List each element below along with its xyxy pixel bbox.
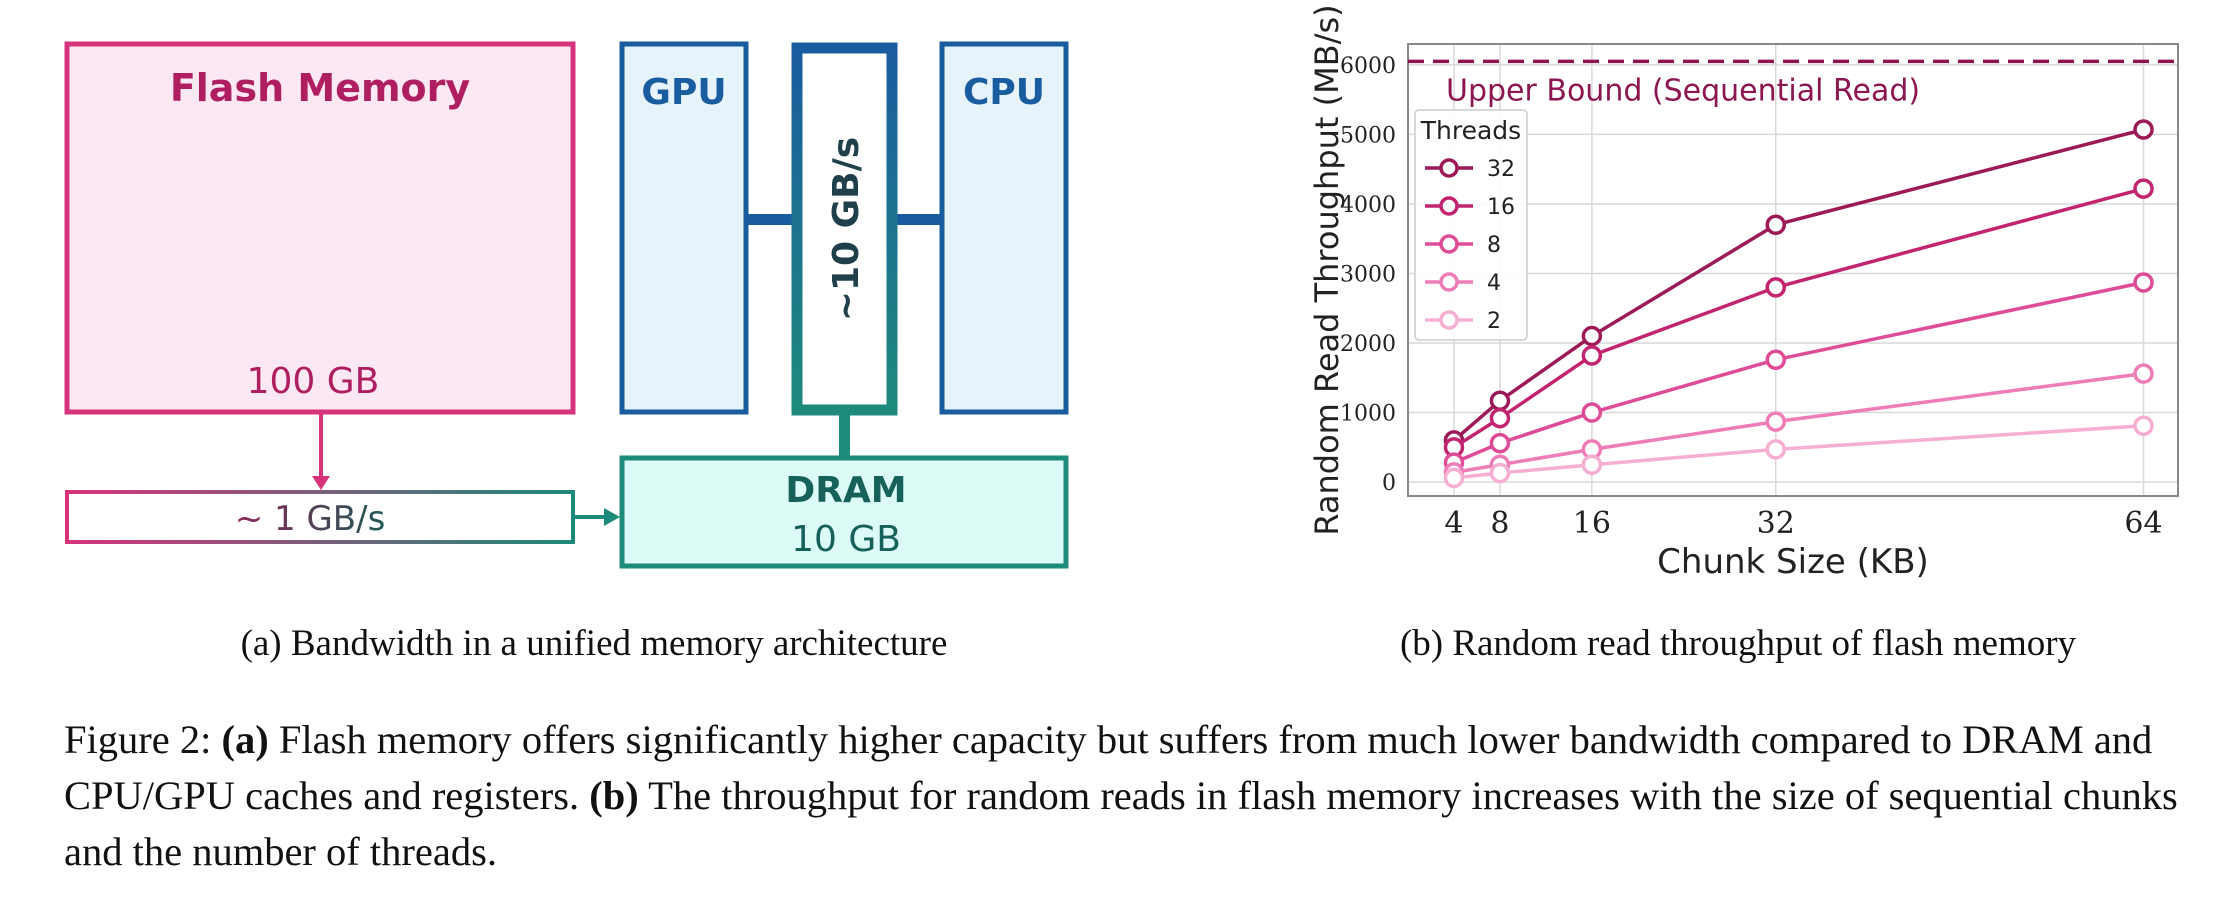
figure-caption: Figure 2: (a) Flash memory offers signif… xyxy=(64,712,2194,880)
memory-bus-box xyxy=(791,42,898,416)
data-point-16 xyxy=(1581,345,1603,366)
data-point-16 xyxy=(1489,407,1511,429)
data-point-8 xyxy=(1765,349,1787,370)
panel-a-diagram: Flash Memory 100 GB ~ 1 GB/s GPU CPU ~10… xyxy=(64,41,1069,569)
link-to-dram-arrowhead xyxy=(604,508,620,526)
legend-label-16: 16 xyxy=(1487,195,1515,220)
cpu-box xyxy=(939,41,1069,415)
legend-label-8: 8 xyxy=(1487,233,1501,258)
data-point-16 xyxy=(1765,277,1787,298)
data-point-2 xyxy=(1765,439,1787,460)
y-tick-label: 4000 xyxy=(1340,193,1396,218)
legend-marker-2 xyxy=(1439,310,1459,330)
y-tick-label: 5000 xyxy=(1340,123,1396,148)
flash-down-arrowhead xyxy=(312,476,330,490)
gpu-box xyxy=(619,41,749,415)
x-tick-label: 4 xyxy=(1444,506,1463,541)
legend-marker-16 xyxy=(1439,196,1459,216)
data-point-4 xyxy=(2133,363,2154,384)
legend-marker-8 xyxy=(1439,234,1459,254)
legend-label-2: 2 xyxy=(1487,309,1501,334)
data-point-32 xyxy=(1489,390,1511,411)
x-tick-label: 64 xyxy=(2124,506,2162,541)
panel-b-caption: (b) Random read throughput of flash memo… xyxy=(1400,623,2077,664)
caption-b-label: (b) xyxy=(589,773,639,818)
upper-bound-label: Upper Bound (Sequential Read) xyxy=(1446,73,1920,108)
y-tick-label: 0 xyxy=(1382,471,1396,496)
y-axis-label: Random Read Throughput (MB/s) xyxy=(1308,4,1346,535)
y-tick-label: 3000 xyxy=(1340,262,1396,287)
panel-a-caption: (a) Bandwidth in a unified memory archit… xyxy=(241,623,948,664)
cpu-bus-connector xyxy=(897,214,943,225)
data-point-32 xyxy=(2133,119,2154,140)
flash-memory-box xyxy=(64,41,576,415)
x-axis-label: Chunk Size (KB) xyxy=(1657,542,1929,582)
dram-title: DRAM xyxy=(785,470,906,511)
y-tick-label: 2000 xyxy=(1340,332,1396,357)
flash-memory-capacity: 100 GB xyxy=(247,361,380,402)
memory-bus-bandwidth: ~10 GB/s xyxy=(826,137,867,321)
caption-a-label: (a) xyxy=(221,717,269,762)
gpu-bus-connector xyxy=(746,214,792,225)
data-point-16 xyxy=(2133,178,2154,199)
caption-prefix: Figure 2: xyxy=(64,717,222,762)
flash-memory-title: Flash Memory xyxy=(170,66,471,110)
data-point-2 xyxy=(1489,462,1511,484)
cpu-label: CPU xyxy=(963,72,1045,113)
caption-b-text: The throughput for random reads in flash… xyxy=(64,773,2178,874)
data-point-2 xyxy=(1443,467,1465,489)
bus-dram-connector xyxy=(839,412,850,458)
data-point-8 xyxy=(2133,272,2154,293)
data-point-8 xyxy=(1581,402,1603,423)
dram-capacity: 10 GB xyxy=(791,519,901,560)
data-point-2 xyxy=(1581,454,1603,475)
x-tick-label: 16 xyxy=(1573,506,1611,541)
legend-title: Threads xyxy=(1420,116,1521,145)
dram-box xyxy=(619,455,1069,569)
x-tick-label: 32 xyxy=(1757,506,1795,541)
plot-frame xyxy=(1407,43,2179,497)
flash-link-box xyxy=(65,490,575,544)
legend-marker-32 xyxy=(1439,158,1459,178)
x-tick-label: 8 xyxy=(1490,506,1509,541)
data-point-8 xyxy=(1489,432,1511,454)
y-tick-label: 6000 xyxy=(1340,54,1396,79)
data-point-32 xyxy=(1765,214,1787,236)
gpu-label: GPU xyxy=(641,72,726,113)
data-point-2 xyxy=(2133,415,2154,437)
y-tick-label: 1000 xyxy=(1340,402,1396,427)
legend-label-32: 32 xyxy=(1487,157,1515,182)
data-point-32 xyxy=(1581,325,1603,347)
caption-a-text: Flash memory offers significantly higher… xyxy=(64,717,2153,818)
legend-marker-4 xyxy=(1439,272,1459,292)
legend-label-4: 4 xyxy=(1487,271,1501,296)
flash-link-bandwidth: ~ 1 GB/s xyxy=(235,499,386,539)
data-point-4 xyxy=(1765,411,1787,432)
